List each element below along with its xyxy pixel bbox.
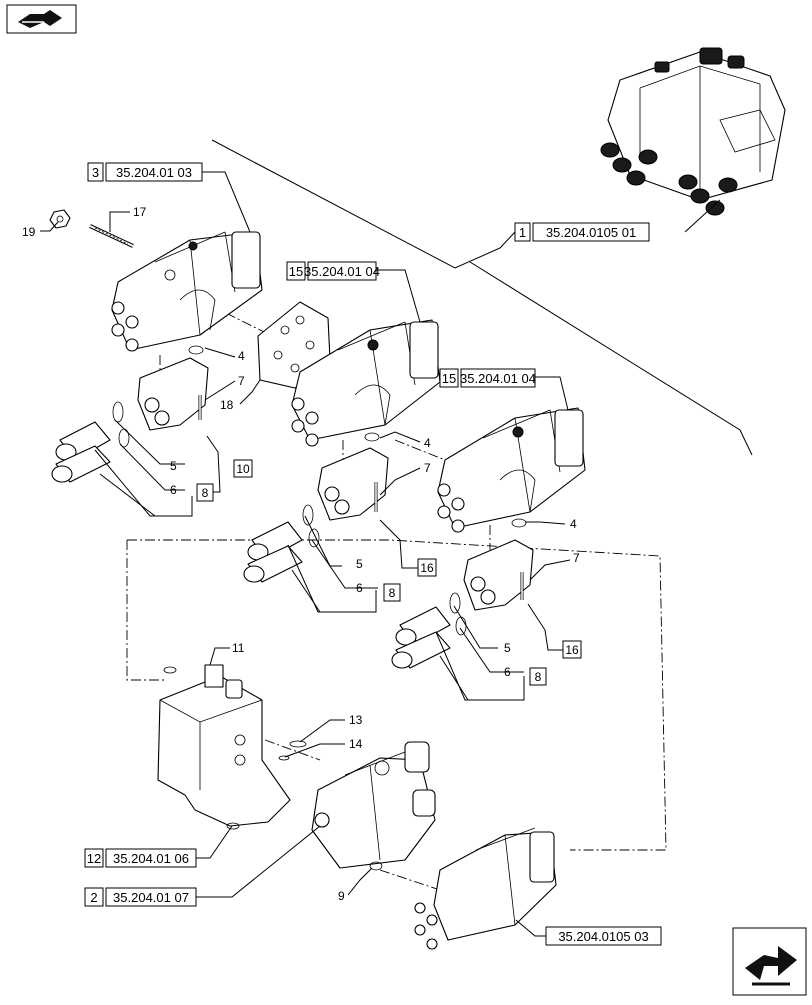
previous-page-nav-icon[interactable] <box>6 4 77 34</box>
ref-1-num: 1 <box>519 225 526 240</box>
callout-4b: 4 <box>424 436 431 450</box>
svg-text:8: 8 <box>535 670 542 684</box>
svg-text:8: 8 <box>202 486 209 500</box>
ref-label-12[interactable]: 12 35.204.01 06 <box>84 848 197 868</box>
callout-6a: 6 <box>170 483 177 497</box>
o-rings-1 <box>112 401 130 448</box>
callout-4c: 4 <box>570 517 577 531</box>
callout-16b: 16 <box>562 640 582 659</box>
inlet-section <box>157 664 291 830</box>
callout-19: 19 <box>22 225 36 239</box>
ref-3-num: 3 <box>92 165 99 180</box>
callout-18: 18 <box>220 398 234 412</box>
svg-text:16: 16 <box>420 561 434 575</box>
next-page-nav-icon[interactable] <box>732 927 807 996</box>
outlet-block-1 <box>137 345 209 431</box>
callout-leader-lines <box>40 171 571 937</box>
callout-8a: 8 <box>196 483 214 502</box>
ref-1-code: 35.204.0105 01 <box>546 225 636 240</box>
ref-label-15b[interactable]: 15 35.204.01 04 <box>439 368 536 388</box>
ref-12-code: 35.204.01 06 <box>113 851 189 866</box>
complete-valve-assembly <box>600 47 786 233</box>
ref-2-num: 2 <box>90 890 97 905</box>
ref-label-0105-03[interactable]: 35.204.0105 03 <box>545 926 662 946</box>
quick-couplers-3 <box>391 606 451 669</box>
callout-numbers: 19 17 4 7 18 5 6 4 7 5 6 4 7 5 6 11 13 1… <box>22 205 580 903</box>
callout-8b: 8 <box>383 583 401 602</box>
ref-label-1[interactable]: 1 35.204.0105 01 <box>514 222 650 242</box>
outlet-block-3 <box>463 518 534 611</box>
callout-9: 9 <box>338 889 345 903</box>
callout-4a: 4 <box>238 349 245 363</box>
ref-label-2[interactable]: 2 35.204.01 07 <box>84 887 197 907</box>
callout-16a: 16 <box>417 558 437 577</box>
ref-15a-code: 35.204.01 04 <box>304 264 380 279</box>
quick-couplers-2 <box>243 521 303 583</box>
callout-13: 13 <box>349 713 363 727</box>
ref-label-3[interactable]: 3 35.204.01 03 <box>87 162 203 182</box>
ref-0105-03-code: 35.204.0105 03 <box>558 929 648 944</box>
o-rings-2 <box>302 504 320 548</box>
valve-section-2 <box>311 741 436 871</box>
quick-couplers-1 <box>51 421 111 483</box>
callout-17: 17 <box>133 205 147 219</box>
callout-7b: 7 <box>424 461 431 475</box>
ref-15b-code: 35.204.01 04 <box>460 371 536 386</box>
valve-section-3 <box>111 231 263 352</box>
callout-5b: 5 <box>356 557 363 571</box>
svg-text:16: 16 <box>565 643 579 657</box>
callout-11: 11 <box>232 641 245 655</box>
o-rings-3 <box>449 592 467 636</box>
callout-8c: 8 <box>529 667 547 686</box>
callout-6c: 6 <box>504 665 511 679</box>
callout-7c: 7 <box>573 551 580 565</box>
ref-2-code: 35.204.01 07 <box>113 890 189 905</box>
valve-section-15b <box>437 407 586 533</box>
ref-15b-num: 15 <box>442 371 456 386</box>
ref-label-15a[interactable]: 15 35.204.01 04 <box>286 261 380 281</box>
assembly-couplers <box>600 142 738 216</box>
svg-text:8: 8 <box>389 586 396 600</box>
callout-7a: 7 <box>238 374 245 388</box>
callout-14: 14 <box>349 737 363 751</box>
callout-10: 10 <box>233 459 253 478</box>
callout-6b: 6 <box>356 581 363 595</box>
callout-5c: 5 <box>504 641 511 655</box>
ref-12-num: 12 <box>87 851 101 866</box>
valve-section-15a <box>291 319 441 447</box>
outlet-end-cover <box>414 827 557 950</box>
ref-15a-num: 15 <box>289 264 303 279</box>
inlet-o-rings <box>278 740 307 761</box>
svg-text:10: 10 <box>236 462 250 476</box>
assembly-leader-lines <box>211 139 753 456</box>
callout-5a: 5 <box>170 459 177 473</box>
valve-ports <box>111 301 139 352</box>
outlet-block-2 <box>317 432 389 521</box>
tie-rod-bolt <box>89 224 134 248</box>
ref-3-code: 35.204.01 03 <box>116 165 192 180</box>
nut <box>49 209 71 229</box>
